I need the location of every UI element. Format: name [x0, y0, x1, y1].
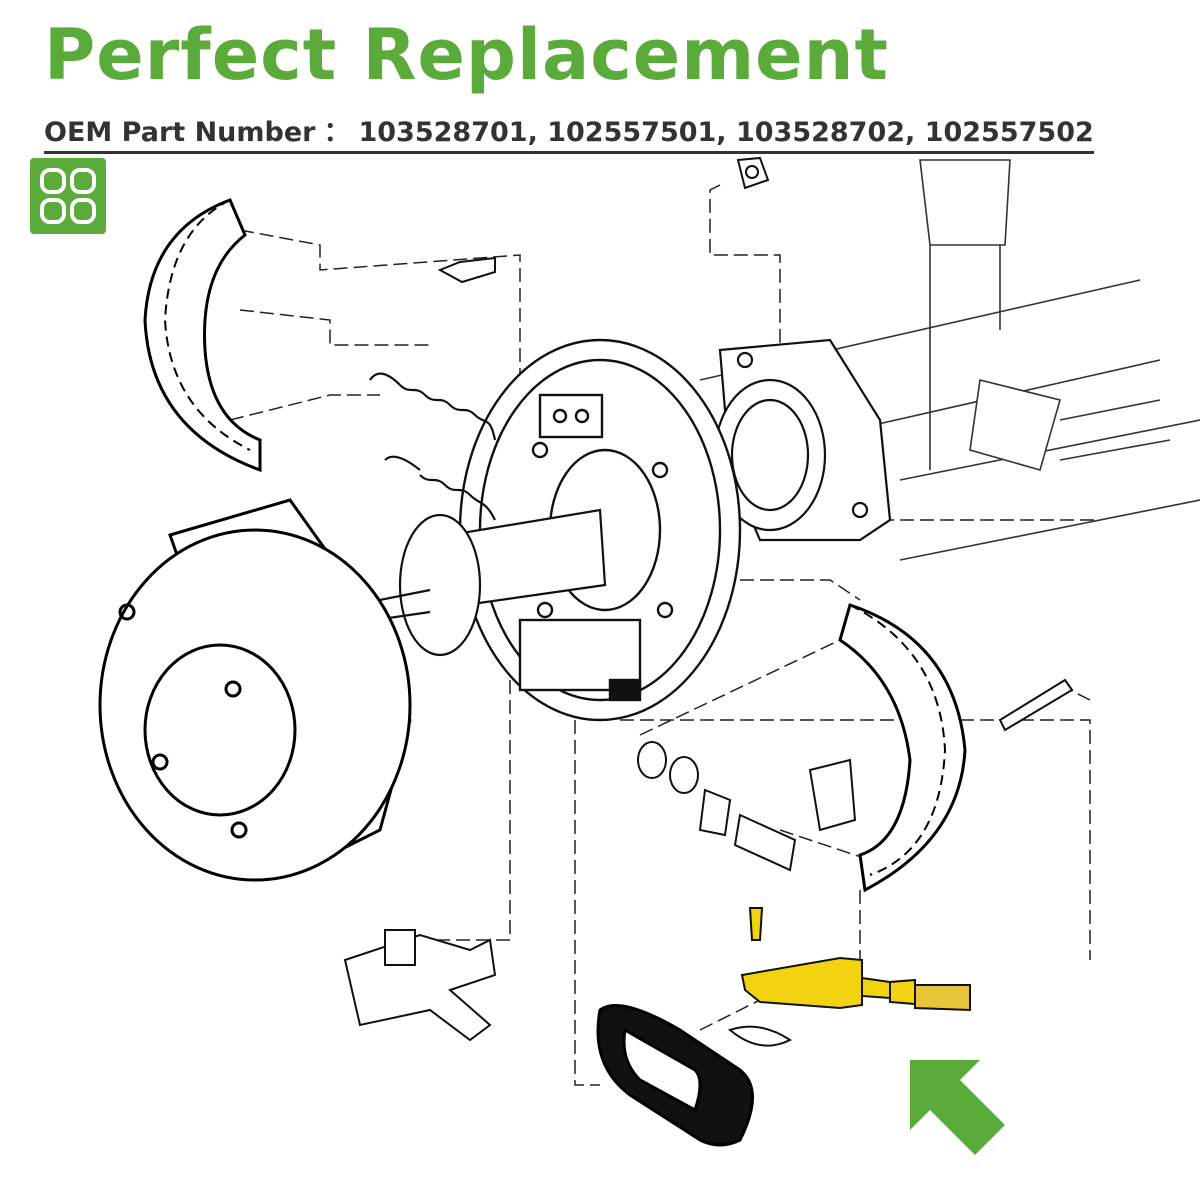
rubber-grommet: [596, 1004, 754, 1147]
oem-part-number: OEM Part Number：103528701, 102557501, 10…: [44, 110, 1094, 154]
mounting-bolt: [437, 256, 496, 284]
brake-shoe-left: [143, 198, 262, 473]
adjuster-assembly: [637, 678, 1074, 872]
oem-label: OEM Part Number: [44, 117, 316, 148]
arrow-icon: [910, 1060, 1005, 1155]
axle-shaft: [374, 508, 607, 657]
brake-drum: [98, 498, 412, 882]
return-spring-lower: [384, 455, 496, 521]
axle-frame: [699, 159, 1200, 561]
brake-cable-clevis: [727, 907, 971, 1047]
oem-numbers: 103528701, 102557501, 103528702, 1025575…: [358, 117, 1094, 148]
oem-separator: ：: [323, 117, 351, 148]
parking-brake-lever: [343, 929, 497, 1042]
brake-shoe-right: [838, 603, 967, 893]
lock-nut: [736, 156, 770, 190]
return-spring-upper: [369, 372, 497, 441]
grid-icon: [30, 158, 106, 234]
page-title: Perfect Replacement: [44, 14, 889, 96]
hub-flange: [713, 338, 892, 542]
